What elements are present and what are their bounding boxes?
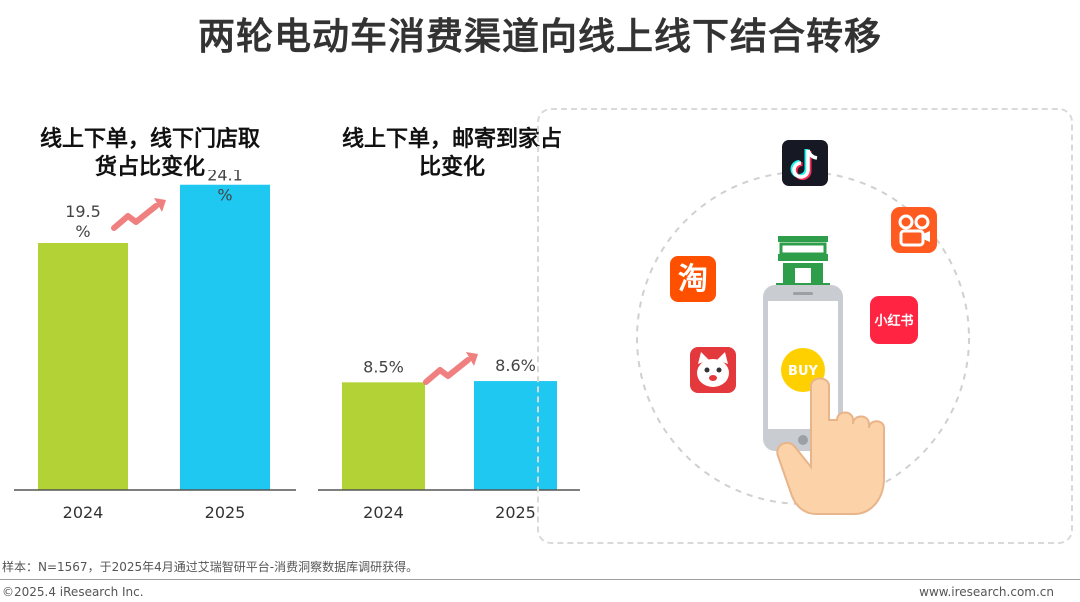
source-note: 样本：N=1567，于2025年4月通过艾瑞智研平台-消费洞察数据库调研获得。	[2, 560, 419, 574]
chart1-title-line2: 货占比变化	[94, 155, 205, 180]
chart1-title: 线上下单，线下门店取 货占比变化	[20, 126, 280, 182]
data-label-2025: %	[217, 186, 232, 205]
footer-copyright: ©2025.4 iResearch Inc.	[2, 585, 144, 599]
kuaishou-icon	[891, 207, 937, 253]
data-label-2024: 8.5%	[363, 357, 404, 376]
tick-label-2024: 2024	[363, 503, 404, 522]
taobao-icon: 淘	[670, 256, 716, 302]
footer-divider	[0, 579, 1080, 580]
jd-icon	[690, 347, 736, 393]
page-title: 两轮电动车消费渠道向线上线下结合转移	[198, 15, 882, 58]
buy-label: BUY	[788, 364, 818, 379]
chart2-plot: 8.5% 2024 8.6% 2025	[318, 352, 580, 522]
trend-arrow	[111, 203, 159, 231]
bar-2024	[342, 382, 425, 490]
trend-arrow-head	[154, 198, 166, 212]
douyin-icon	[782, 140, 828, 186]
chart2-title: 线上下单，邮寄到家占 比变化	[322, 126, 582, 182]
store-icon	[776, 236, 830, 287]
bar-2025	[180, 184, 270, 490]
trend-arrow-head	[466, 352, 478, 366]
footer-website: www.iresearch.com.cn	[919, 585, 1054, 599]
taobao-glyph: 淘	[678, 262, 708, 297]
chart1-plot: 19.5% 2024 24.1% 2025	[14, 170, 296, 522]
chart2-title-line1: 线上下单，邮寄到家占	[341, 127, 562, 152]
tick-label-2025: 2025	[205, 503, 246, 522]
channel-illustration-panel	[537, 108, 1073, 544]
bar-2025	[474, 381, 557, 490]
bar-2024	[38, 243, 128, 490]
data-label-2025: 8.6%	[495, 356, 536, 375]
data-label-2025: 24.1	[207, 170, 243, 185]
xiaohongshu-icon: 小红书	[870, 296, 918, 344]
data-label-2024: 19.5	[65, 202, 101, 221]
tick-label-2024: 2024	[63, 503, 104, 522]
channel-illustration: 淘 BUY 小红书	[636, 140, 970, 515]
xiaohongshu-label: 小红书	[874, 313, 913, 329]
chart1-title-line1: 线上下单，线下门店取	[39, 127, 260, 152]
chart2-title-line2: 比变化	[418, 155, 485, 180]
data-label-2024: %	[75, 222, 90, 241]
trend-arrow	[423, 357, 471, 385]
tick-label-2025: 2025	[495, 503, 536, 522]
hand-icon	[776, 377, 885, 515]
